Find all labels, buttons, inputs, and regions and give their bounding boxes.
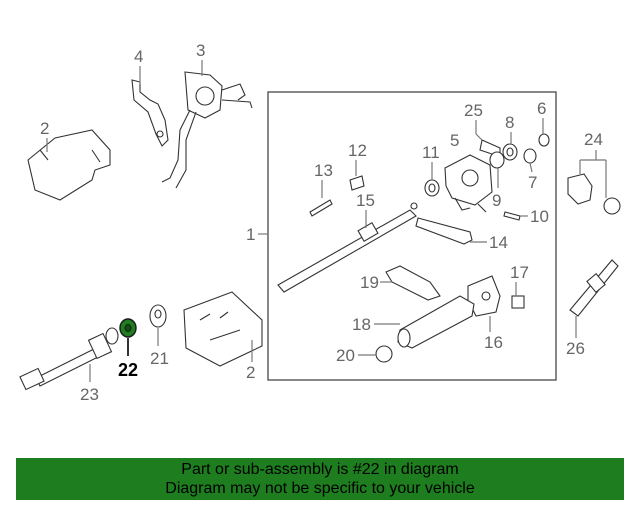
callout-17: 17 xyxy=(510,263,529,282)
part-20-cap[interactable] xyxy=(375,345,393,363)
part-13-pin[interactable] xyxy=(309,199,333,217)
column-assembly-box xyxy=(267,91,557,381)
callout-21: 21 xyxy=(150,349,169,368)
callout-10: 10 xyxy=(530,207,549,226)
callout-4: 4 xyxy=(134,47,143,66)
part-4-bracket[interactable] xyxy=(131,79,169,147)
parts-diagram: 2 4 3 1 13 12 15 11 xyxy=(19,41,621,404)
part-10-pin[interactable] xyxy=(503,211,521,221)
banner-line-2: Diagram may not be specific to your vehi… xyxy=(165,480,475,497)
callout-19: 19 xyxy=(360,273,379,292)
part-23-lower-shaft[interactable] xyxy=(19,327,119,391)
callout-18: 18 xyxy=(352,315,371,334)
callout-20: 20 xyxy=(336,346,355,365)
part-17-nut[interactable] xyxy=(511,295,525,309)
callout-2-lower: 2 xyxy=(246,363,255,382)
callout-15: 15 xyxy=(356,191,375,210)
part-16-housing[interactable] xyxy=(467,275,501,317)
callout-14: 14 xyxy=(489,233,508,252)
part-12-bolt[interactable] xyxy=(349,175,365,191)
part-11-bearing[interactable] xyxy=(424,179,440,197)
callout-13: 13 xyxy=(314,161,333,180)
callout-8: 8 xyxy=(505,113,514,132)
part-8-bushing[interactable] xyxy=(502,143,518,161)
callout-9: 9 xyxy=(492,191,501,210)
part-6-ring[interactable] xyxy=(538,133,550,147)
part-7-washer[interactable] xyxy=(523,148,537,164)
part-15-steering-shaft[interactable] xyxy=(277,202,418,293)
callout-12: 12 xyxy=(348,141,367,160)
callout-6: 6 xyxy=(537,99,546,118)
callout-25: 25 xyxy=(464,101,483,120)
callout-11: 11 xyxy=(422,143,440,162)
callout-3: 3 xyxy=(196,41,205,60)
part-9-spring[interactable] xyxy=(489,151,505,169)
part-24-switch-parts[interactable] xyxy=(567,173,621,215)
callout-16: 16 xyxy=(484,333,503,352)
callout-1: 1 xyxy=(246,225,255,244)
part-5-lock-housing[interactable] xyxy=(444,154,493,213)
callout-22: 22 xyxy=(118,360,138,380)
part-22-highlighted[interactable] xyxy=(119,318,137,338)
part-21-ring[interactable] xyxy=(149,304,167,328)
part-18-jacket[interactable] xyxy=(397,295,475,349)
callout-7: 7 xyxy=(528,173,537,192)
callout-23: 23 xyxy=(80,385,99,404)
callout-26: 26 xyxy=(566,339,585,358)
part-14-rack[interactable] xyxy=(415,217,473,245)
part-3-switch-assembly[interactable] xyxy=(161,71,253,189)
callout-2-upper: 2 xyxy=(40,119,49,138)
callout-24: 24 xyxy=(584,130,603,149)
part-19-guide[interactable] xyxy=(385,265,441,301)
part-26-intermediate-shaft[interactable] xyxy=(569,259,619,317)
info-banner: Part or sub-assembly is #22 in diagram D… xyxy=(16,458,624,500)
callout-5: 5 xyxy=(450,131,459,150)
part-2-upper-cover[interactable] xyxy=(27,129,111,201)
banner-line-1: Part or sub-assembly is #22 in diagram xyxy=(181,461,459,478)
part-2-lower-cover[interactable] xyxy=(183,291,263,367)
